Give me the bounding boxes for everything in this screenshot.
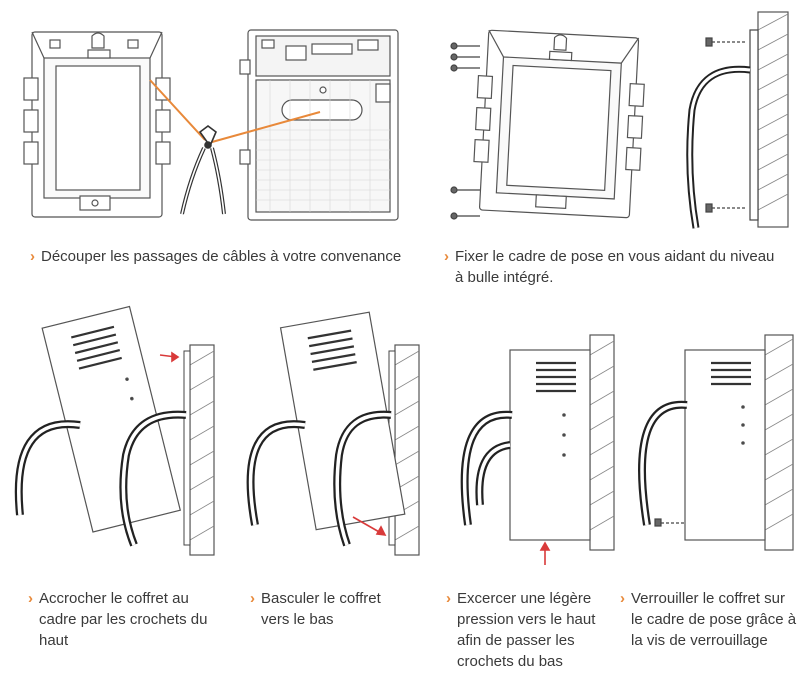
step-caption-fix: › Fixer le cadre de pose en vous aidant … bbox=[444, 246, 784, 288]
illustration-tilt-enclosure bbox=[225, 295, 420, 565]
chevron-right-icon: › bbox=[620, 590, 625, 607]
step-text: Fixer le cadre de pose en vous aidant du… bbox=[455, 248, 775, 286]
step-text: Accrocher le coffret au cadre par les cr… bbox=[39, 590, 208, 649]
chevron-right-icon: › bbox=[30, 248, 35, 265]
enclosure-back-icon bbox=[239, 29, 399, 221]
cutting-pliers-icon bbox=[180, 125, 226, 215]
step-text: Excercer une légère pression vers le hau… bbox=[457, 590, 596, 670]
direction-arrow-icon bbox=[159, 351, 180, 363]
illustration-hang-enclosure bbox=[0, 295, 225, 565]
step-caption-tilt: › Basculer le coffret vers le bas bbox=[250, 588, 410, 630]
direction-arrow-icon bbox=[539, 541, 551, 565]
chevron-right-icon: › bbox=[250, 590, 255, 607]
step-text: Découper les passages de câbles à votre … bbox=[41, 248, 402, 265]
enclosure-icon bbox=[684, 349, 766, 541]
illustration-fix-frame bbox=[420, 0, 800, 235]
enclosure-icon bbox=[279, 311, 406, 531]
illustration-lock-enclosure bbox=[615, 295, 800, 565]
mounting-frame-icon bbox=[23, 31, 171, 218]
illustration-cut-cable-passages bbox=[0, 0, 420, 235]
step-text: Basculer le coffret vers le bas bbox=[261, 590, 381, 628]
chevron-right-icon: › bbox=[28, 590, 33, 607]
enclosure-icon bbox=[509, 349, 591, 541]
enclosure-icon bbox=[41, 305, 182, 533]
mounting-frame-icon bbox=[473, 29, 645, 219]
step-caption-hang: › Accrocher le coffret au cadre par les … bbox=[28, 588, 218, 651]
wall-section-icon bbox=[749, 11, 789, 228]
locking-screw-icon bbox=[654, 518, 685, 527]
illustration-press-enclosure bbox=[440, 295, 615, 565]
step-text: Verrouiller le coffret sur le cadre de p… bbox=[631, 590, 797, 649]
direction-arrow-icon bbox=[352, 516, 387, 536]
step-caption-lock: › Verrouiller le coffret sur le cadre de… bbox=[620, 588, 798, 651]
screw-icon bbox=[450, 42, 480, 220]
step-caption-cut: › Découper les passages de câbles à votr… bbox=[30, 246, 410, 267]
chevron-right-icon: › bbox=[446, 590, 451, 607]
step-caption-press: › Excercer une légère pression vers le h… bbox=[446, 588, 616, 672]
screw-icon bbox=[705, 37, 746, 213]
cut-indicator-lines bbox=[149, 79, 321, 143]
chevron-right-icon: › bbox=[444, 248, 449, 265]
